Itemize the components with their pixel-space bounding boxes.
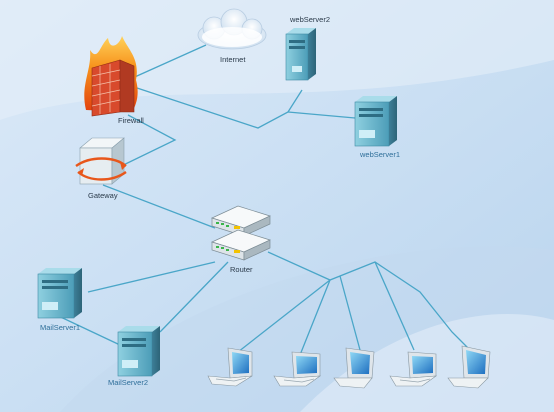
- gateway-icon: [75, 137, 127, 185]
- mailserver2-label: MailServer2: [108, 378, 148, 387]
- link-router-mailserver1: [87, 261, 216, 293]
- laptop-icon[interactable]: [207, 347, 253, 387]
- router-icon: [211, 205, 271, 261]
- server-icon: [285, 28, 316, 81]
- link-laptop3: [339, 275, 361, 351]
- firewall-label: Firewall: [118, 116, 144, 125]
- gateway-label: Gateway: [88, 191, 118, 200]
- cloud-icon: [197, 8, 267, 50]
- link-webserver1: [287, 111, 356, 119]
- gateway-node[interactable]: Gateway: [75, 137, 127, 200]
- mailserver1-label: MailServer1: [40, 323, 80, 332]
- server-icon: [117, 326, 160, 377]
- link-router-bus: [267, 251, 471, 351]
- link-laptop1: [237, 279, 331, 353]
- server-icon: [37, 268, 82, 319]
- connection-lines: [49, 44, 471, 356]
- webserver1-node[interactable]: webServer1: [354, 96, 400, 159]
- laptop-icon[interactable]: [447, 345, 491, 389]
- firewall-icon: [84, 36, 138, 117]
- bg-swoosh-top: [0, 0, 554, 120]
- router-label: Router: [230, 265, 253, 274]
- laptop-icon[interactable]: [273, 351, 322, 387]
- mailserver2-node[interactable]: MailServer2: [108, 326, 160, 387]
- internet-node[interactable]: Internet: [197, 8, 267, 64]
- router-node[interactable]: Router: [211, 205, 271, 274]
- link-gateway-router: [102, 184, 216, 229]
- link-firewall-webserver2: [127, 84, 303, 129]
- link-laptop2: [299, 279, 331, 356]
- laptop-icon[interactable]: [389, 351, 438, 387]
- laptop-icon[interactable]: [333, 347, 375, 389]
- link-laptop4: [374, 261, 415, 351]
- webserver2-label: webServer2: [289, 15, 330, 24]
- laptops: [207, 345, 491, 389]
- link-firewall-gateway: [112, 114, 177, 171]
- mailserver1-node[interactable]: MailServer1: [37, 268, 82, 332]
- webserver1-label: webServer1: [359, 150, 400, 159]
- internet-label: Internet: [220, 55, 246, 64]
- server-icon: [354, 96, 397, 147]
- webserver2-node[interactable]: webServer2: [285, 15, 330, 81]
- link-router-mailserver2: [159, 261, 229, 333]
- link-firewall-internet: [127, 44, 207, 81]
- firewall-node[interactable]: Firewall: [84, 36, 144, 125]
